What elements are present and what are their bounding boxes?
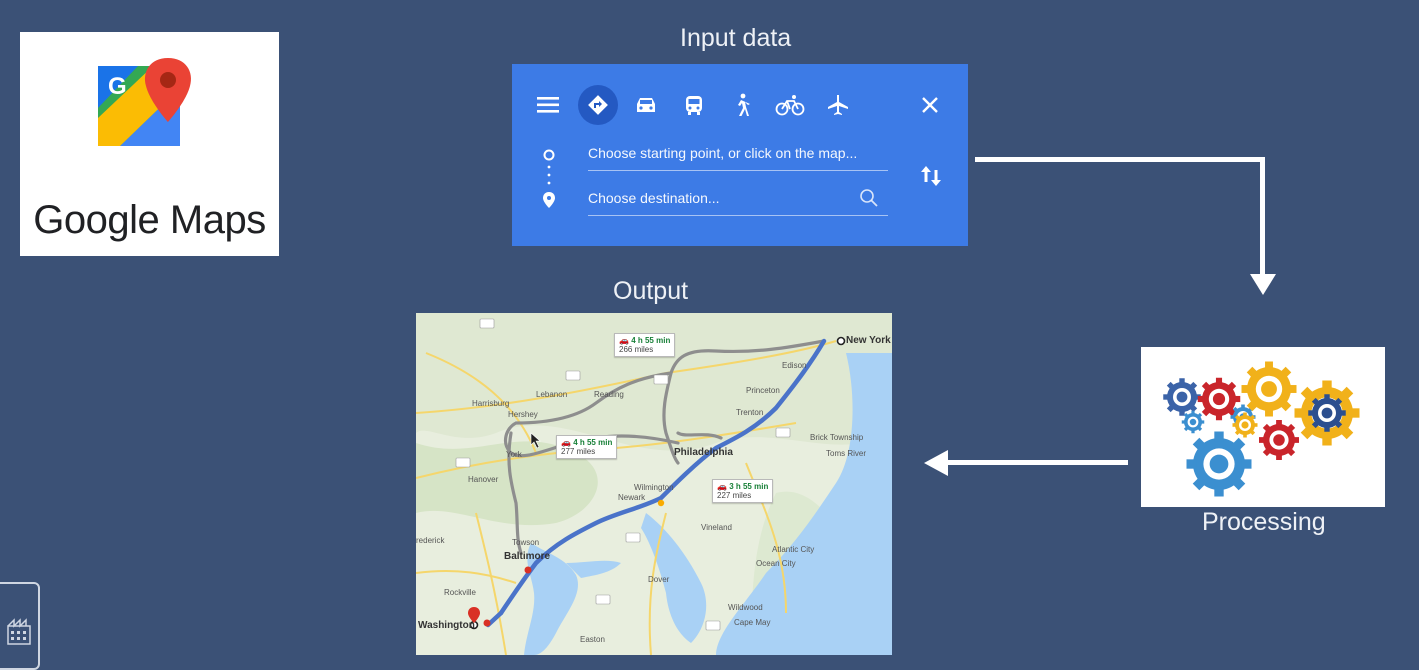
place-label: Atlantic City <box>772 545 815 554</box>
place-label: Dover <box>648 575 670 584</box>
logo-text: Google Maps <box>33 198 266 242</box>
place-label: Lebanon <box>536 390 568 399</box>
car-icon: 🚗 <box>619 336 629 345</box>
route-chip[interactable]: 🚗 4 h 55 min 277 miles <box>556 435 618 459</box>
processing-title: Processing <box>1202 508 1326 536</box>
input-data-title: Input data <box>680 24 792 52</box>
flow-line <box>975 157 1264 162</box>
car-icon[interactable] <box>626 85 666 125</box>
svg-text:G: G <box>108 73 127 100</box>
route-map[interactable]: New York Philadelphia Baltimore Washingt… <box>416 313 892 655</box>
arrow-down-icon <box>1250 274 1276 295</box>
transit-icon[interactable] <box>674 85 714 125</box>
place-label: Toms River <box>826 449 867 458</box>
place-label: Ocean City <box>756 559 796 568</box>
directions-icon[interactable] <box>578 85 618 125</box>
place-label: Rockville <box>444 588 477 597</box>
bike-icon[interactable] <box>770 85 810 125</box>
place-label: Brick Township <box>810 433 864 442</box>
place-label: Vineland <box>701 523 732 532</box>
menu-icon[interactable] <box>528 85 568 125</box>
place-label: Wildwood <box>728 603 763 612</box>
place-label: York <box>506 450 522 459</box>
flow-line <box>1260 157 1265 279</box>
car-icon: 🚗 <box>561 438 571 447</box>
factory-icon <box>0 582 40 670</box>
route-chip[interactable]: 🚗 3 h 55 min 227 miles <box>712 479 774 503</box>
place-label: Princeton <box>746 386 780 395</box>
place-label: Baltimore <box>504 551 551 562</box>
place-label: Cape May <box>734 618 771 627</box>
flight-icon[interactable] <box>818 85 858 125</box>
route-chip[interactable]: 🚗 4 h 55 min 266 miles <box>614 333 676 357</box>
place-label: Washington <box>418 620 475 631</box>
place-label: Wilmington <box>634 483 674 492</box>
place-label: Hanover <box>468 475 499 484</box>
place-label: Reading <box>594 390 624 399</box>
place-label: Hershey <box>508 410 538 419</box>
route-dots-icon <box>543 149 555 208</box>
flow-line <box>942 460 1128 465</box>
swap-icon[interactable] <box>920 164 942 188</box>
place-label: Harrisburg <box>472 399 510 408</box>
google-maps-pin-icon: G <box>98 58 192 146</box>
arrow-left-icon <box>924 450 948 476</box>
place-label: Trenton <box>736 408 764 417</box>
search-icon[interactable] <box>859 188 879 208</box>
directions-input-panel: Choose starting point, or click on the m… <box>512 64 968 246</box>
processing-gears-card <box>1141 347 1385 507</box>
output-title: Output <box>613 277 689 305</box>
map-canvas <box>416 313 892 655</box>
place-label: Towson <box>512 538 540 547</box>
destination-input[interactable]: Choose destination... <box>588 185 888 216</box>
place-label: rederick <box>416 536 445 545</box>
close-icon[interactable] <box>910 85 950 125</box>
place-label: Philadelphia <box>674 447 733 458</box>
gears-icon <box>1163 361 1360 497</box>
place-label: New York <box>846 335 891 346</box>
starting-point-input[interactable]: Choose starting point, or click on the m… <box>588 140 888 171</box>
walk-icon[interactable] <box>722 85 762 125</box>
place-label: Edison <box>782 361 807 370</box>
place-label: Easton <box>580 635 605 644</box>
place-label: Newark <box>618 493 646 502</box>
google-maps-logo-card: G Google Maps <box>20 32 279 256</box>
car-icon: 🚗 <box>717 482 727 491</box>
